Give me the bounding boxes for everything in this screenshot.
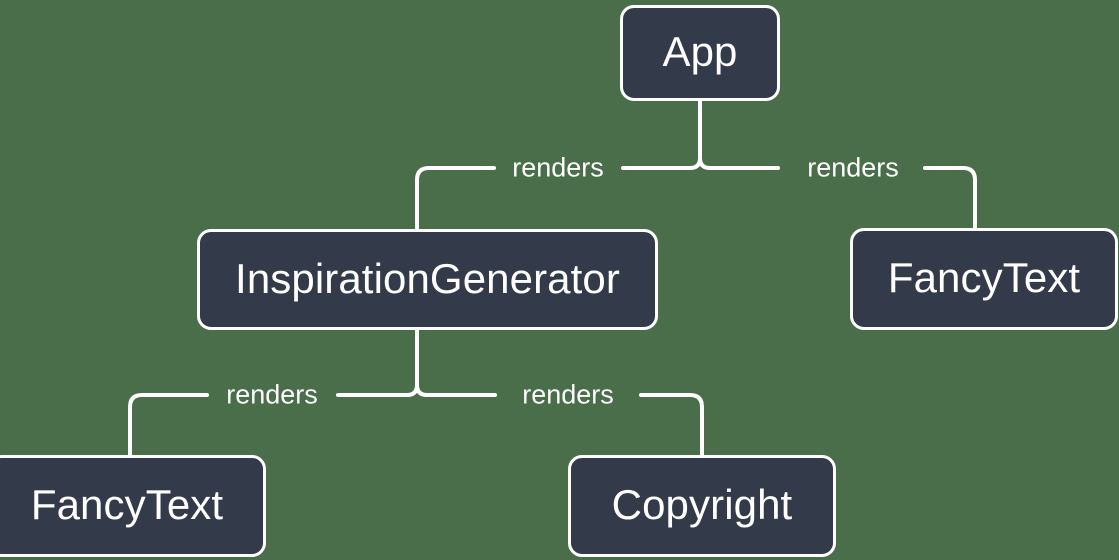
edge-inspiration-to-copyright-seg-b xyxy=(639,393,704,457)
node-inspiration-generator-label: InspirationGenerator xyxy=(235,254,620,302)
edge-label-inspiration-to-copyright: renders xyxy=(522,379,614,410)
node-app-label: App xyxy=(662,28,738,75)
node-fancytext-bottom-left-label: FancyText xyxy=(30,481,224,528)
node-copyright[interactable]: Copyright xyxy=(568,455,836,557)
edge-label-app-to-fancytext-right: renders xyxy=(807,152,899,183)
node-fancytext-bottom-left[interactable]: FancyText xyxy=(0,455,266,557)
node-copyright-label: Copyright xyxy=(611,481,793,528)
node-fancytext-right[interactable]: FancyText xyxy=(850,228,1118,330)
edge-inspiration-to-fancytext-seg-b xyxy=(128,393,209,457)
edge-inspiration-junction-right xyxy=(415,383,429,397)
edge-app-junction-right xyxy=(698,156,712,170)
node-fancytext-right-label: FancyText xyxy=(887,254,1081,301)
node-inspiration-generator[interactable]: InspirationGenerator xyxy=(197,229,658,330)
edge-label-app-to-inspiration: renders xyxy=(512,152,604,183)
edge-label-inspiration-to-fancytext-left: renders xyxy=(226,379,318,410)
node-app[interactable]: App xyxy=(620,5,780,101)
edge-app-to-fancytext-seg-b xyxy=(923,166,977,230)
edge-app-to-inspiration-seg-b xyxy=(415,166,496,231)
